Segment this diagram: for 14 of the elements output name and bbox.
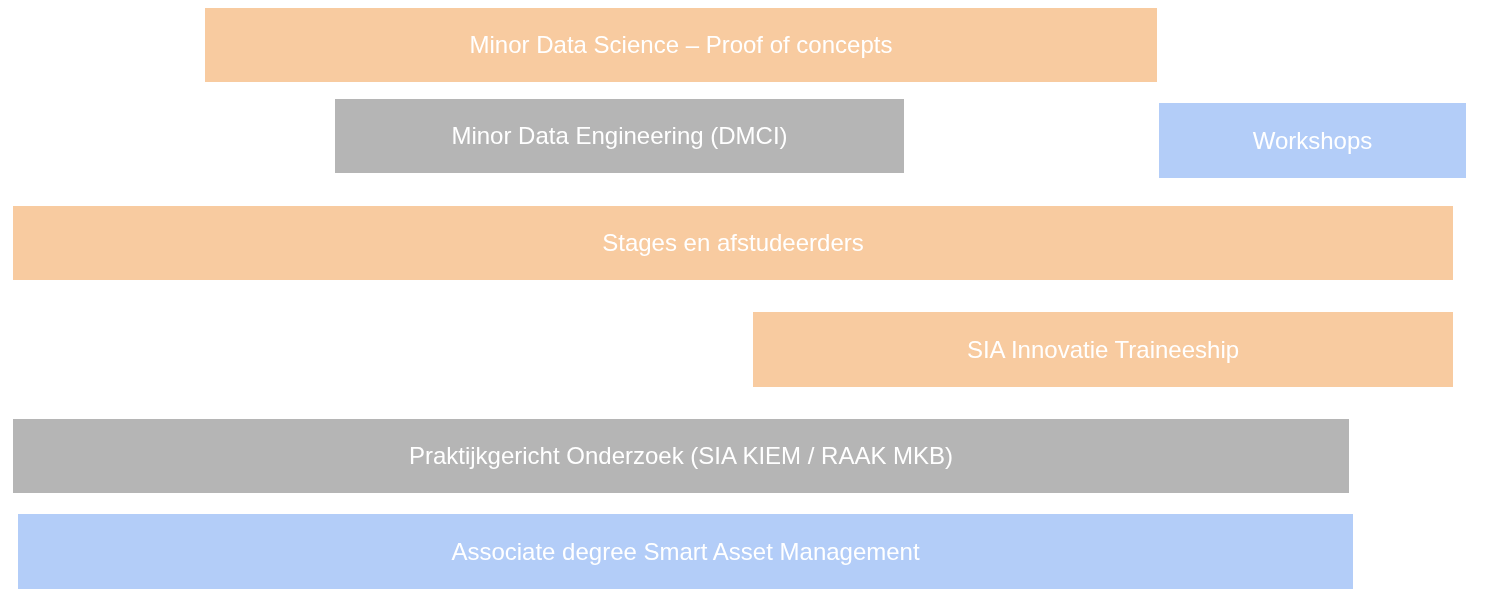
bar-label: Minor Data Engineering (DMCI)	[451, 122, 788, 150]
program-bar	[205, 8, 1157, 82]
program-bar	[753, 312, 1453, 387]
program-bar	[1159, 103, 1466, 178]
program-bar	[13, 206, 1453, 280]
program-bar	[18, 514, 1353, 589]
bar-label: Associate degree Smart Asset Management	[451, 537, 920, 566]
program-bar	[13, 419, 1349, 493]
bar-label: SIA Innovatie Traineeship	[966, 335, 1240, 364]
bar-label: Stages en afstudeerders	[602, 229, 864, 257]
bar-label: Minor Data Science – Proof of concepts	[469, 31, 893, 59]
bar-label: Workshops	[1252, 126, 1373, 155]
bar-label: Praktijkgericht Onderzoek (SIA KIEM / RAAK MKB)	[408, 442, 954, 470]
program-bar	[335, 99, 904, 173]
